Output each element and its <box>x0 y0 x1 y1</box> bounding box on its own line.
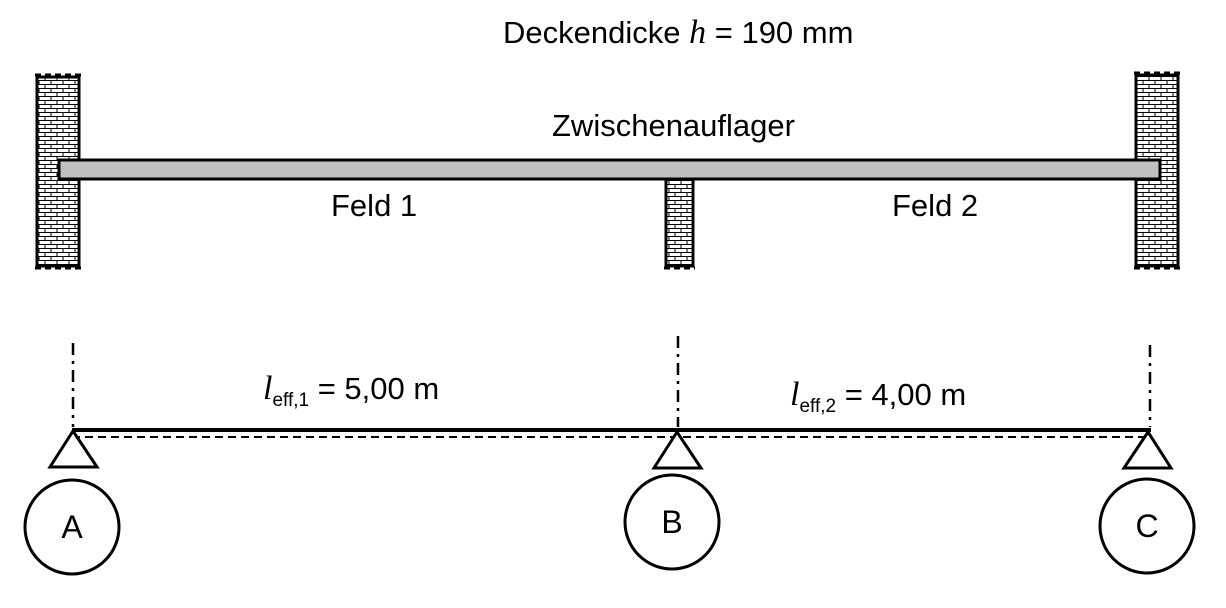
support-a-triangle <box>47 428 100 469</box>
support-c-triangle <box>1121 429 1174 470</box>
slab-thickness-prefix: Deckendicke <box>503 15 681 50</box>
span-1-symbol: l <box>263 370 273 407</box>
support-c-label: C <box>1135 508 1159 544</box>
slab <box>57 158 1162 181</box>
span-2-symbol: l <box>790 376 800 413</box>
middle-wall <box>664 176 695 270</box>
span-2-label: leff,2 = 4,00 m <box>790 376 967 417</box>
span-2-subscript: eff,2 <box>799 396 837 417</box>
support-a-circle <box>23 478 121 576</box>
slab-thickness-label: Deckendicke h = 190 mm <box>503 16 853 50</box>
support-c-circle <box>1098 477 1196 575</box>
span-1-label: leff,1 = 5,00 m <box>263 370 440 411</box>
support-a-label: A <box>61 509 83 545</box>
support-b-triangle <box>651 429 704 470</box>
intermediate-support-label: Zwischenauflager <box>552 108 795 143</box>
support-b-circle <box>623 473 721 571</box>
span-2-value: = 4,00 m <box>844 377 967 412</box>
field-1-label: Feld 1 <box>331 188 418 223</box>
support-b-label: B <box>661 504 683 540</box>
field-2-label: Feld 2 <box>892 188 979 223</box>
span-1-value: = 5,00 m <box>317 371 440 406</box>
slab-thickness-symbol: h <box>689 14 707 51</box>
span-1-subscript: eff,1 <box>272 390 310 411</box>
slab-thickness-value: = 190 mm <box>714 15 854 50</box>
